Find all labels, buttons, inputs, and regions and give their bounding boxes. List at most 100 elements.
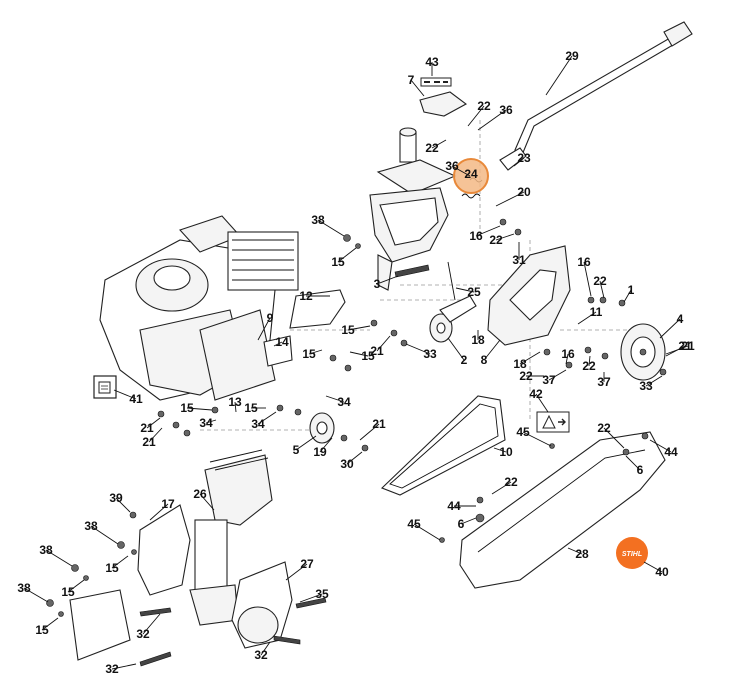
part-label-17: 17 xyxy=(161,497,175,511)
part-label-2: 2 xyxy=(461,353,468,367)
leader-line xyxy=(645,375,663,387)
part-label-20: 20 xyxy=(517,185,531,199)
leader-line xyxy=(376,275,399,285)
part-label-15: 15 xyxy=(180,401,194,415)
leader-line xyxy=(447,337,465,361)
leader-line xyxy=(495,233,515,241)
part-label-15: 15 xyxy=(35,623,49,637)
leader-line xyxy=(317,219,345,237)
shift-gate-cover xyxy=(419,91,468,117)
part-label-38: 38 xyxy=(17,581,31,595)
part-label-21: 21 xyxy=(142,435,156,449)
part-label-22: 22 xyxy=(593,274,607,288)
part-label-7: 7 xyxy=(408,73,415,87)
leader-line xyxy=(643,561,663,573)
part-label-15: 15 xyxy=(61,585,75,599)
part-label-42: 42 xyxy=(529,387,543,401)
leader-line xyxy=(477,109,507,131)
part-label-18: 18 xyxy=(513,357,527,371)
part-label-45: 45 xyxy=(516,425,530,439)
leader-line xyxy=(565,353,569,365)
part-label-38: 38 xyxy=(39,543,53,557)
part-label-22: 22 xyxy=(504,475,518,489)
leader-line xyxy=(257,317,271,341)
part-label-33: 33 xyxy=(423,347,437,361)
leader-line xyxy=(410,79,425,97)
part-label-44: 44 xyxy=(447,499,461,513)
part-label-3: 3 xyxy=(374,277,381,291)
mounting-brackets xyxy=(263,289,346,367)
part-label-44: 44 xyxy=(664,445,678,459)
part-label-23: 23 xyxy=(517,151,531,165)
part-label-24: 24 xyxy=(464,167,478,181)
part-label-27: 27 xyxy=(300,557,314,571)
part-label-14: 14 xyxy=(275,335,289,349)
leader-line xyxy=(285,563,308,581)
leader-line xyxy=(111,555,129,569)
part-label-15: 15 xyxy=(105,561,119,575)
part-label-36: 36 xyxy=(445,159,459,173)
part-label-16: 16 xyxy=(469,229,483,243)
part-label-32: 32 xyxy=(105,662,119,676)
leader-line xyxy=(260,641,271,656)
leader-line xyxy=(257,411,277,425)
leader-line xyxy=(522,431,552,447)
part-label-34: 34 xyxy=(251,417,265,431)
tine-shield-right xyxy=(231,561,293,649)
leader-line xyxy=(111,663,137,670)
leader-line xyxy=(583,261,592,297)
shaft xyxy=(394,264,430,278)
part-label-21: 21 xyxy=(681,339,695,353)
leader-line xyxy=(659,318,681,339)
part-label-15: 15 xyxy=(302,347,316,361)
leader-line xyxy=(467,105,485,127)
leader-line xyxy=(205,419,217,424)
tine-shield-left xyxy=(137,504,191,596)
brand-logo: STIHL xyxy=(616,537,648,569)
idler-pulley xyxy=(429,295,477,343)
v-belt xyxy=(380,395,506,496)
leader-line xyxy=(649,439,672,453)
leader-line xyxy=(451,165,471,177)
leader-line xyxy=(431,139,447,149)
part-label-34: 34 xyxy=(337,395,351,409)
gear-selector-housing xyxy=(369,127,457,291)
part-label-8: 8 xyxy=(481,353,488,367)
leader-line xyxy=(513,157,525,167)
part-label-25: 25 xyxy=(467,285,481,299)
leader-line xyxy=(186,407,213,411)
leader-line xyxy=(455,287,475,293)
svg-text:STIHL: STIHL xyxy=(622,551,642,558)
part-label-22: 22 xyxy=(489,233,503,247)
leader-line xyxy=(146,417,161,429)
leader-line xyxy=(149,503,169,521)
leader-line xyxy=(625,455,641,471)
part-label-35: 35 xyxy=(315,587,329,601)
part-label-32: 32 xyxy=(254,648,268,662)
part-label-6: 6 xyxy=(458,517,465,531)
leader-line xyxy=(495,191,525,207)
part-label-40: 40 xyxy=(655,565,669,579)
leader-line xyxy=(346,451,363,465)
leader-line xyxy=(376,335,391,352)
leader-line xyxy=(405,343,431,355)
warning-decal xyxy=(536,411,570,433)
leader-line xyxy=(349,351,369,357)
drive-pulley xyxy=(620,323,666,381)
leader-line xyxy=(299,593,323,603)
leader-line xyxy=(623,289,632,303)
leader-line xyxy=(413,523,441,541)
leader-line xyxy=(319,437,333,453)
part-label-9: 9 xyxy=(267,311,274,325)
leader-line xyxy=(90,525,119,545)
manual-icon xyxy=(93,375,117,399)
leader-line xyxy=(603,427,625,449)
leader-line xyxy=(491,481,512,495)
part-label-1: 1 xyxy=(628,283,635,297)
fasteners xyxy=(46,218,667,667)
part-label-15: 15 xyxy=(361,349,375,363)
part-label-15: 15 xyxy=(244,401,258,415)
part-label-29: 29 xyxy=(565,49,579,63)
